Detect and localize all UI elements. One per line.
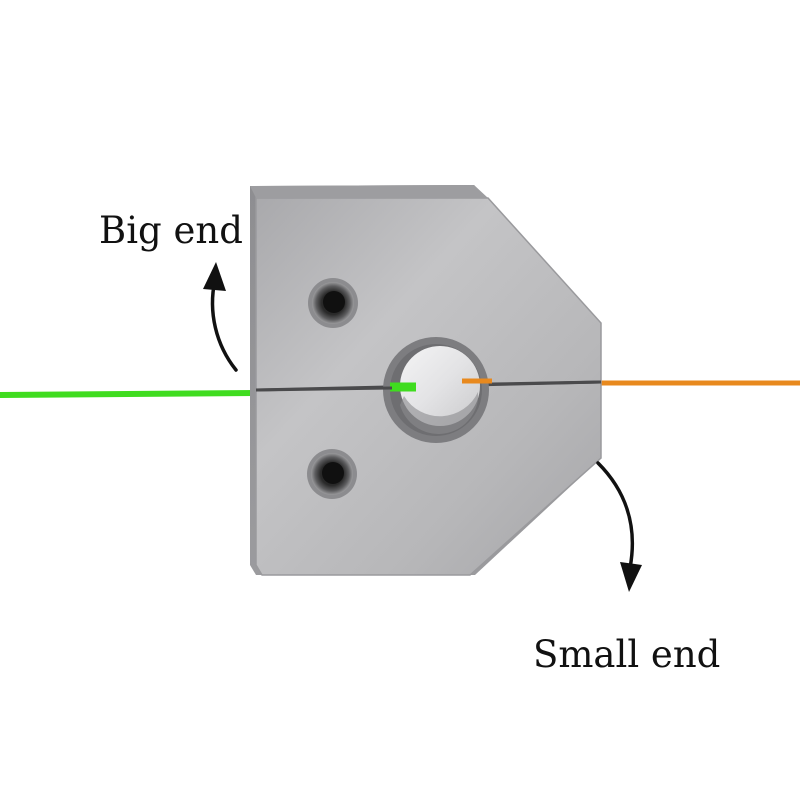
green-filament xyxy=(0,390,257,398)
top-bevel xyxy=(250,185,488,198)
lower-screw-hole xyxy=(307,449,357,499)
central-bore xyxy=(383,337,489,443)
big-end-label: Big end xyxy=(99,209,243,252)
big-end-arrow xyxy=(203,262,238,372)
small-end-arrow xyxy=(596,461,642,592)
upper-screw-hole xyxy=(308,278,358,328)
small-end-label: Small end xyxy=(533,633,721,676)
split-line-right xyxy=(491,380,602,386)
split-line-left xyxy=(255,386,393,392)
